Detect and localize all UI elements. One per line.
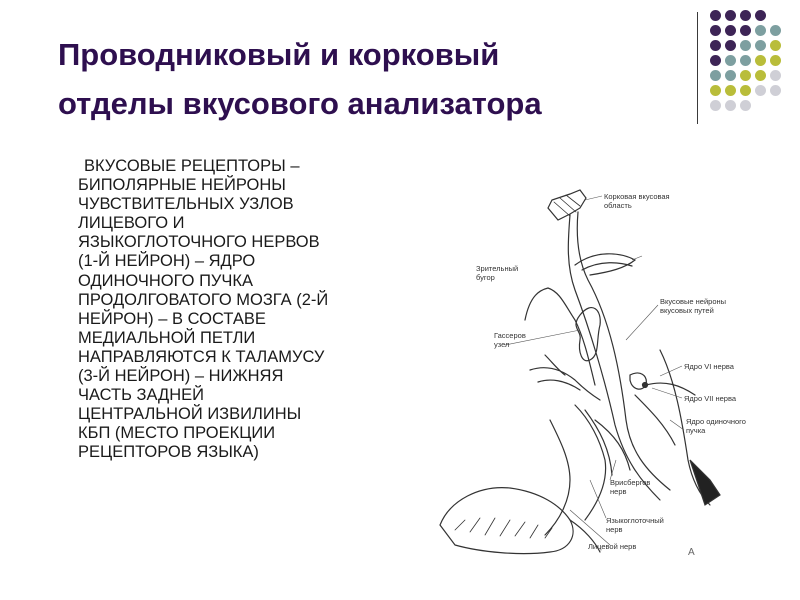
main-pathway (567, 214, 661, 501)
label-gustatory-neurons-2: вкусовых путей (660, 306, 714, 315)
label-nucleus-6: Ядро VI нерва (684, 362, 735, 371)
body-line: КБП (место проекции (78, 424, 276, 443)
decor-dot (740, 100, 751, 111)
body-line: одиночного пучка (78, 271, 254, 290)
body-line: лицевого и (78, 214, 185, 233)
spinal-section-shape (689, 459, 721, 506)
label-thalamus: Зрительный (476, 264, 518, 273)
decor-dot (755, 40, 766, 51)
decor-dot (710, 85, 721, 96)
decor-dot (710, 70, 721, 81)
body-line: направляются к таламусу (78, 347, 325, 366)
decorative-dot-grid (710, 10, 790, 125)
decor-dot (770, 25, 781, 36)
body-line: (1-й нейрон) – ядро (78, 252, 256, 271)
decor-dot (725, 25, 736, 36)
label-gasser-2: узел (494, 340, 509, 349)
label-wrisberg-2: нерв (610, 487, 626, 496)
label-gasser: Гассеров (494, 331, 526, 340)
decor-dot (740, 40, 751, 51)
slide-body-text: Вкусовые рецепторы – биполярные нейроны … (78, 157, 408, 463)
decor-dot (725, 55, 736, 66)
slide-title-line-2: отделы вкусового анализатора (58, 86, 542, 121)
body-line: центральной извилины (78, 405, 302, 424)
decor-dot (770, 70, 781, 81)
label-glossopharyngeal: Языкоглоточный (606, 516, 664, 525)
label-figure-letter: А (688, 547, 695, 558)
decor-dot (740, 10, 751, 21)
decor-dot (710, 10, 721, 21)
decor-dot (755, 55, 766, 66)
gasser-ganglion-shape (575, 307, 601, 362)
decor-dot (725, 85, 736, 96)
body-line: биполярные нейроны (78, 176, 286, 195)
label-solitary-2: пучка (686, 426, 706, 435)
cortex-area-shape (547, 189, 587, 221)
decor-dot (740, 25, 751, 36)
decor-dot (725, 40, 736, 51)
label-facial-nerve: Лицевой нерв (588, 542, 636, 551)
body-line: языкоглоточного нервов (78, 233, 320, 252)
label-cortex-2: область (604, 201, 632, 210)
decor-dot (755, 10, 766, 21)
body-line: медиальной петли (78, 328, 256, 347)
gustatory-pathway-diagram: Корковая вкусовая область Зрительный буг… (439, 189, 746, 558)
slide-title-line-1: Проводниковый и корковый (58, 37, 500, 72)
decor-dot (710, 55, 721, 66)
label-gustatory-neurons: Вкусовые нейроны (660, 297, 726, 306)
decor-dot (710, 40, 721, 51)
decor-dot (755, 85, 766, 96)
decor-dot (755, 25, 766, 36)
decor-dot (725, 100, 736, 111)
decor-dot (770, 40, 781, 51)
decor-dot (710, 100, 721, 111)
body-line: Вкусовые рецепторы – (84, 157, 300, 175)
label-cortex: Корковая вкусовая (604, 192, 670, 201)
body-line: рецепторов языка) (78, 443, 259, 462)
thalamus-shape (574, 253, 637, 276)
decor-dot (740, 70, 751, 81)
label-thalamus-2: бугор (476, 273, 495, 282)
decor-dot (725, 10, 736, 21)
decor-dot (740, 85, 751, 96)
body-line: часть задней (78, 386, 204, 405)
label-glossopharyngeal-2: нерв (606, 525, 622, 534)
body-line: продолговатого мозга (2-й (78, 290, 329, 309)
slide-title: Проводниковый и корковый отделы вкусовог… (58, 30, 698, 128)
decor-dot (770, 85, 781, 96)
decor-dot (740, 55, 751, 66)
label-solitary: Ядро одиночного (686, 417, 746, 426)
decor-dot (710, 25, 721, 36)
decor-dot (755, 70, 766, 81)
label-nucleus-7: Ядро VII нерва (684, 394, 737, 403)
label-wrisberg: Врисбергов (610, 478, 650, 487)
decor-dot (770, 55, 781, 66)
body-line: чувствительных узлов (78, 195, 294, 214)
tongue-shape (439, 487, 574, 555)
body-line: (3-й нейрон) – нижняя (78, 367, 284, 386)
decor-dot (725, 70, 736, 81)
body-line: нейрон) – в составе (78, 309, 266, 328)
decorative-divider (697, 12, 698, 124)
